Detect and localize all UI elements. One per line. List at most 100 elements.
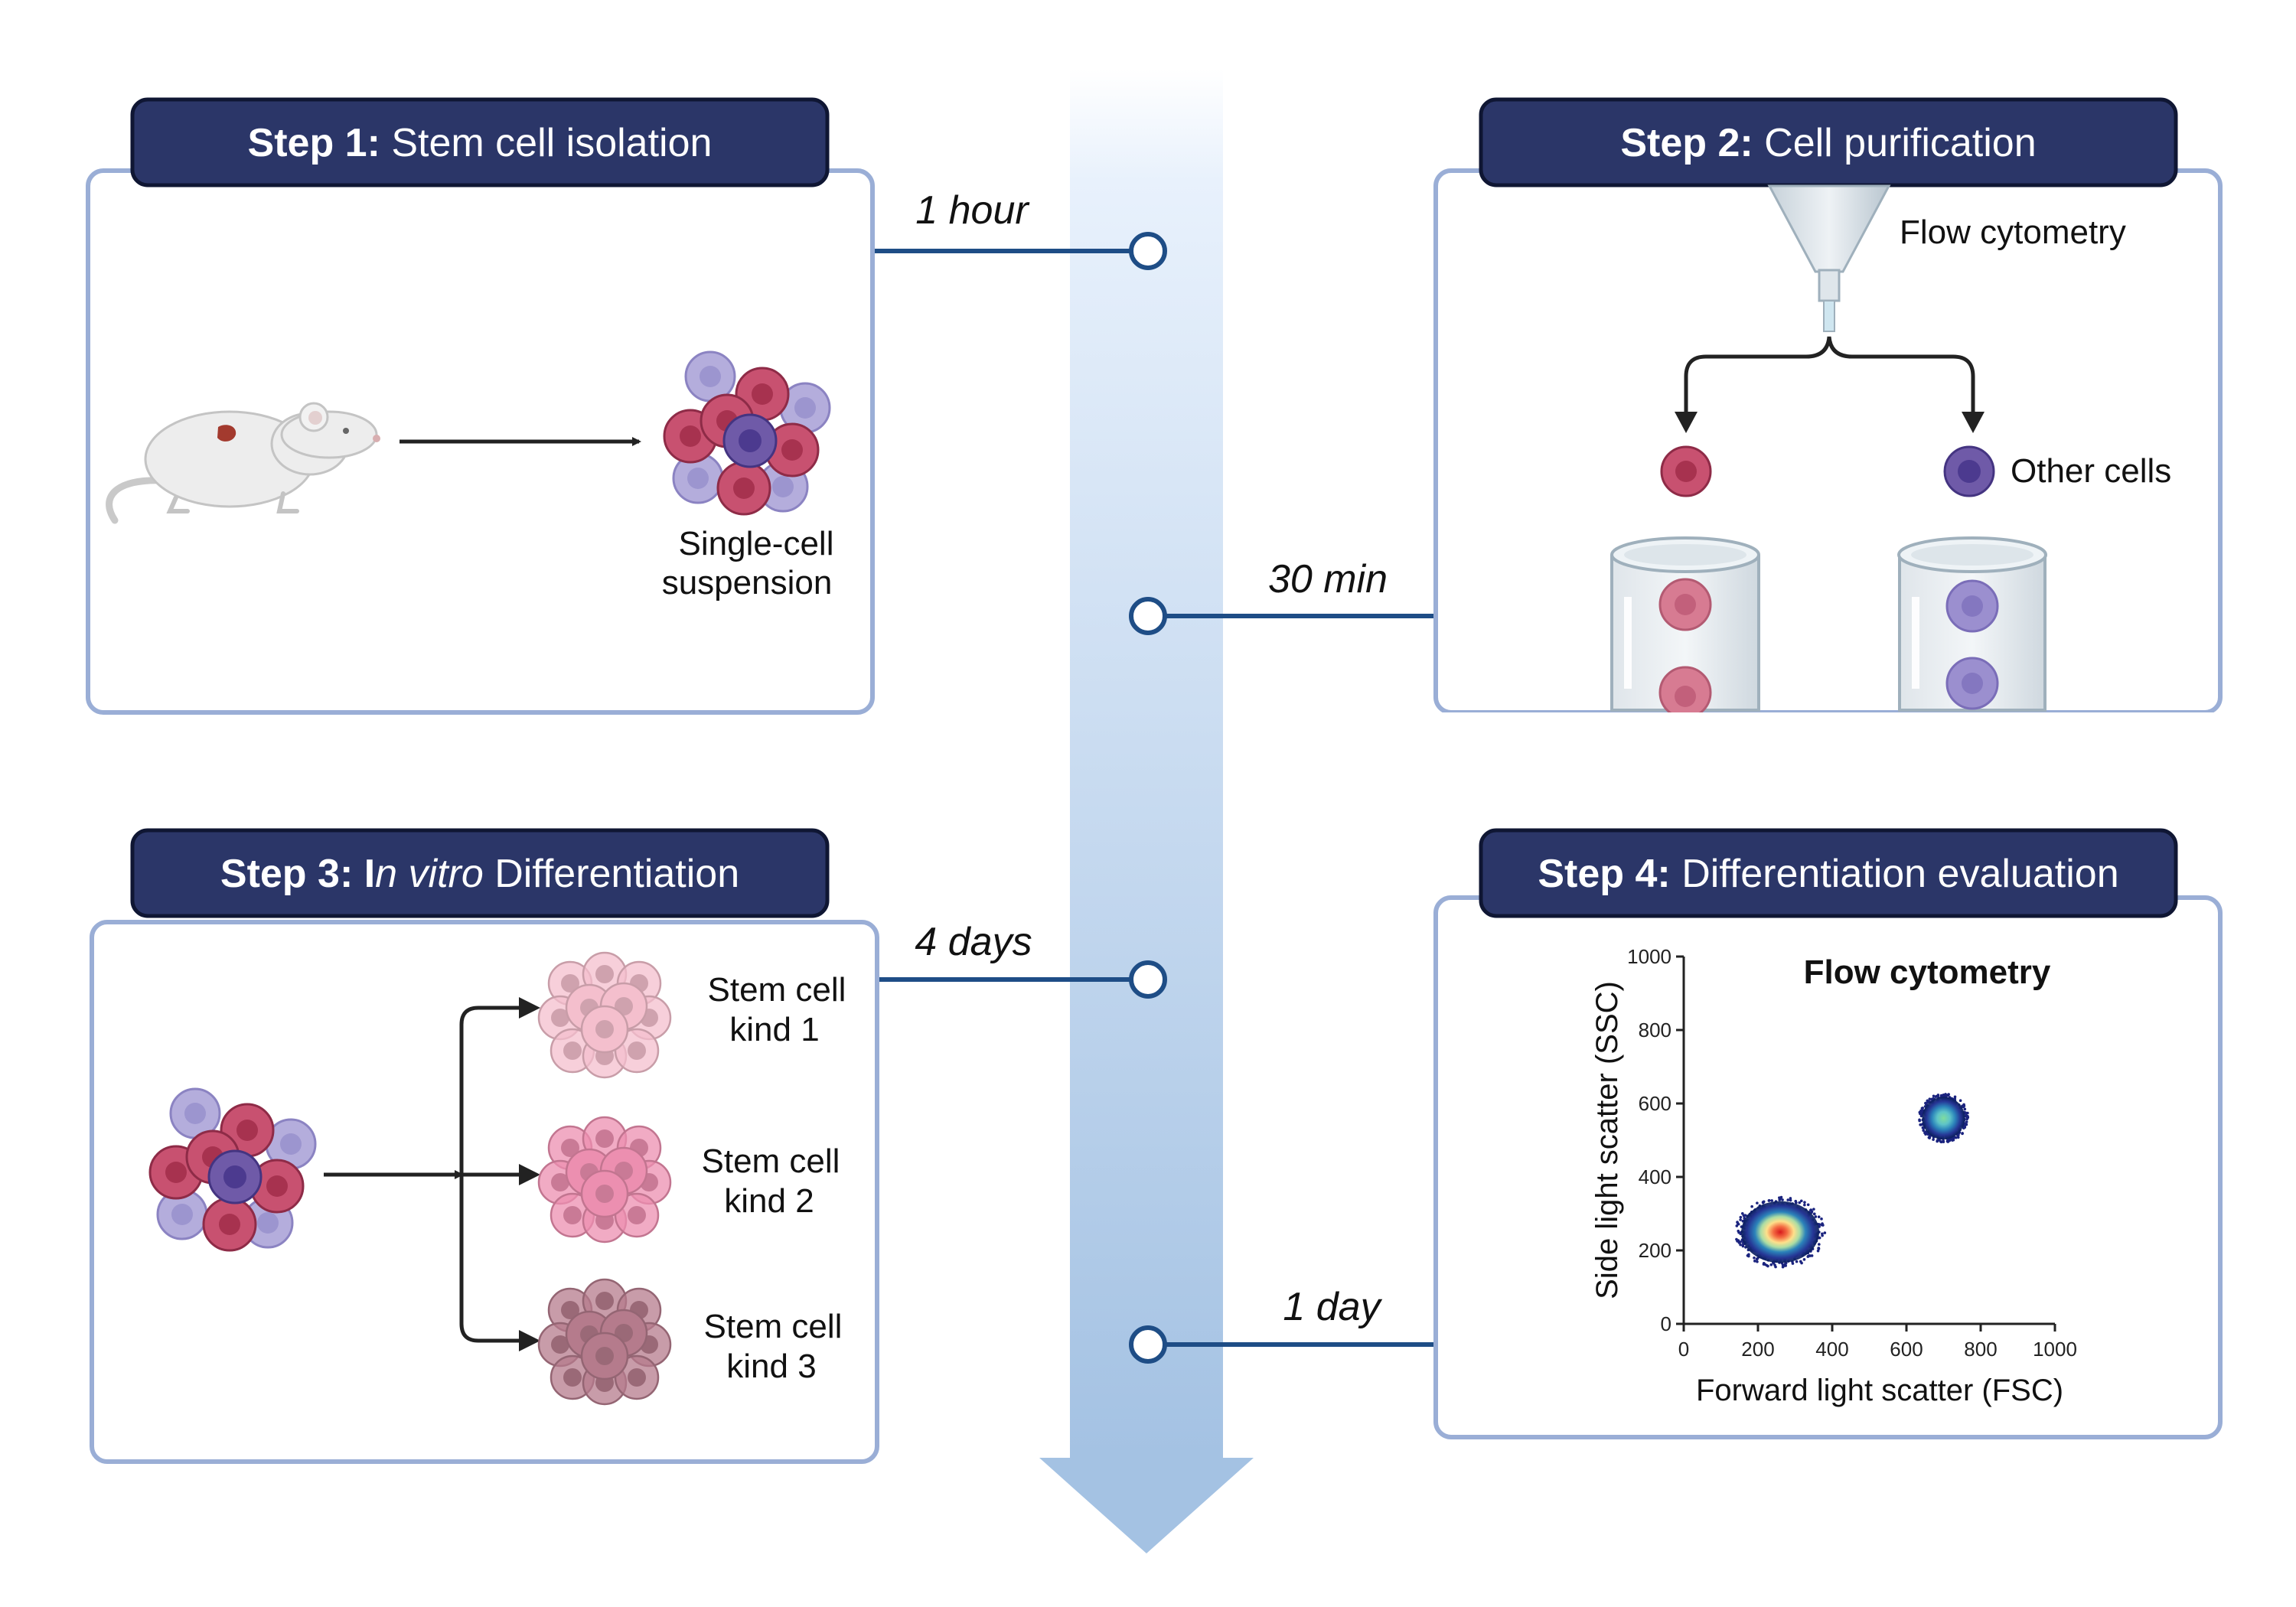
chart-point [1803, 1203, 1806, 1207]
chart-point [1936, 1139, 1939, 1143]
chart-point [1761, 1201, 1765, 1204]
chart-point [1737, 1239, 1740, 1242]
chart-point [1736, 1221, 1739, 1224]
chart-point [1756, 1260, 1759, 1263]
chart-point [1818, 1243, 1821, 1246]
duration-label-2: 30 min [1268, 557, 1388, 601]
chart-point [1927, 1136, 1931, 1139]
chart-point [1735, 1224, 1739, 1227]
chart-point [1772, 1261, 1776, 1265]
chart-point [1766, 1264, 1769, 1268]
chart-point [1924, 1101, 1927, 1105]
chart-point [1770, 1199, 1773, 1202]
chart-point [1755, 1257, 1759, 1261]
chart-ytick-label: 400 [1639, 1165, 1671, 1188]
chart-point [1958, 1099, 1962, 1103]
svg-text:Step 4: Differentiation evalua: Step 4: Differentiation evaluation [1538, 852, 2118, 896]
chart-ytick-label: 0 [1661, 1312, 1671, 1335]
chart-point [1956, 1136, 1960, 1139]
chart-point [1820, 1217, 1823, 1221]
suspension-label-line2: suspension [662, 564, 833, 601]
chart-point [1918, 1119, 1921, 1123]
chart-point [1965, 1113, 1968, 1116]
chart-xtick-label: 400 [1815, 1338, 1848, 1361]
chart-point [1814, 1215, 1818, 1218]
mixed-cell-cluster-icon [148, 1087, 317, 1252]
header-step4: Step 4: Differentiation evaluation [1479, 828, 2178, 918]
chart-ytick-label: 600 [1639, 1092, 1671, 1115]
chart-point [1936, 1094, 1940, 1097]
chart-point [1932, 1138, 1935, 1141]
chart-ytick-label: 200 [1639, 1239, 1671, 1262]
chart-point [1928, 1097, 1932, 1100]
chart-point [1806, 1203, 1810, 1207]
chart-point [1963, 1107, 1967, 1111]
chart-point [1739, 1218, 1742, 1221]
chart-point [1767, 1199, 1771, 1202]
header-step2: Step 2: Cell purification [1479, 97, 2178, 187]
chart-point [1957, 1133, 1960, 1136]
chart-point [1742, 1214, 1746, 1217]
test-tube-other-icon [1897, 536, 2047, 712]
chart-point [1802, 1258, 1806, 1261]
chart-point [1961, 1132, 1964, 1136]
chart-point [1939, 1139, 1942, 1143]
chart-point [1739, 1215, 1743, 1219]
stem-cell-kind3-cluster-icon [537, 1278, 672, 1406]
chart-point [1799, 1199, 1803, 1203]
header-step3: Step 3: In vitro Differentiation [130, 828, 830, 918]
chart-point [1739, 1243, 1742, 1247]
chart-point [1921, 1107, 1924, 1110]
chart-point [1781, 1198, 1784, 1201]
chart-point [1817, 1215, 1821, 1218]
chart-point [1808, 1208, 1812, 1212]
header-step2-text: Cell purification [1753, 121, 2037, 165]
stem-cell-kind3-line1: Stem cell [704, 1308, 843, 1345]
chart-point [1750, 1204, 1753, 1208]
chart-point [1939, 1094, 1943, 1098]
other-cells-label: Other cells [2011, 452, 2171, 490]
chart-ytick-label: 800 [1639, 1019, 1671, 1041]
chart-point [1812, 1208, 1815, 1211]
chart-point [1747, 1253, 1750, 1257]
chart-point [1789, 1198, 1792, 1202]
timeline-connector-3 [877, 960, 1167, 999]
chart-point [1786, 1198, 1790, 1201]
chart-ylabel: Side light scatter (SSC) [1590, 981, 1624, 1299]
chart-point [1821, 1234, 1824, 1237]
chart-point [1964, 1123, 1968, 1126]
timeline-connector-1 [872, 232, 1167, 270]
chart-point [1949, 1138, 1952, 1141]
chart-point [1791, 1262, 1795, 1265]
chart-point [1769, 1263, 1773, 1266]
chart-point [1926, 1099, 1929, 1103]
chart-point [1934, 1095, 1938, 1098]
chart-point [1799, 1260, 1802, 1263]
chart-xtick-label: 200 [1741, 1338, 1774, 1361]
chart-point [1965, 1120, 1968, 1123]
header-step4-text: Differentiation evaluation [1671, 852, 2119, 896]
chart-point [1942, 1140, 1945, 1143]
header-step3-text: Differentiation [484, 852, 739, 896]
stem-cell-kind2-line1: Stem cell [702, 1143, 840, 1180]
svg-text:Step 2: Cell purification: Step 2: Cell purification [1620, 121, 2036, 165]
stem-cell-kind3-line2: kind 3 [726, 1348, 816, 1385]
chart-point [1781, 1265, 1785, 1269]
timeline-arrow [1039, 69, 1254, 1553]
suspension-label-line1: Single-cell [679, 525, 834, 562]
chart-point [1795, 1260, 1799, 1263]
chart-point [1762, 1263, 1766, 1266]
chart-point [1945, 1094, 1949, 1097]
differentiation-branch [324, 997, 540, 1351]
chart-point [1821, 1224, 1825, 1227]
chart-point [1794, 1199, 1798, 1203]
chart-point [1798, 1201, 1802, 1204]
header-step2-bold: Step 2: [1620, 121, 1753, 165]
chart-point [1919, 1123, 1922, 1126]
header-step3-italic: n vitro [375, 852, 484, 896]
chart-xtick-label: 1000 [2033, 1338, 2077, 1361]
chart-point [1810, 1254, 1814, 1257]
